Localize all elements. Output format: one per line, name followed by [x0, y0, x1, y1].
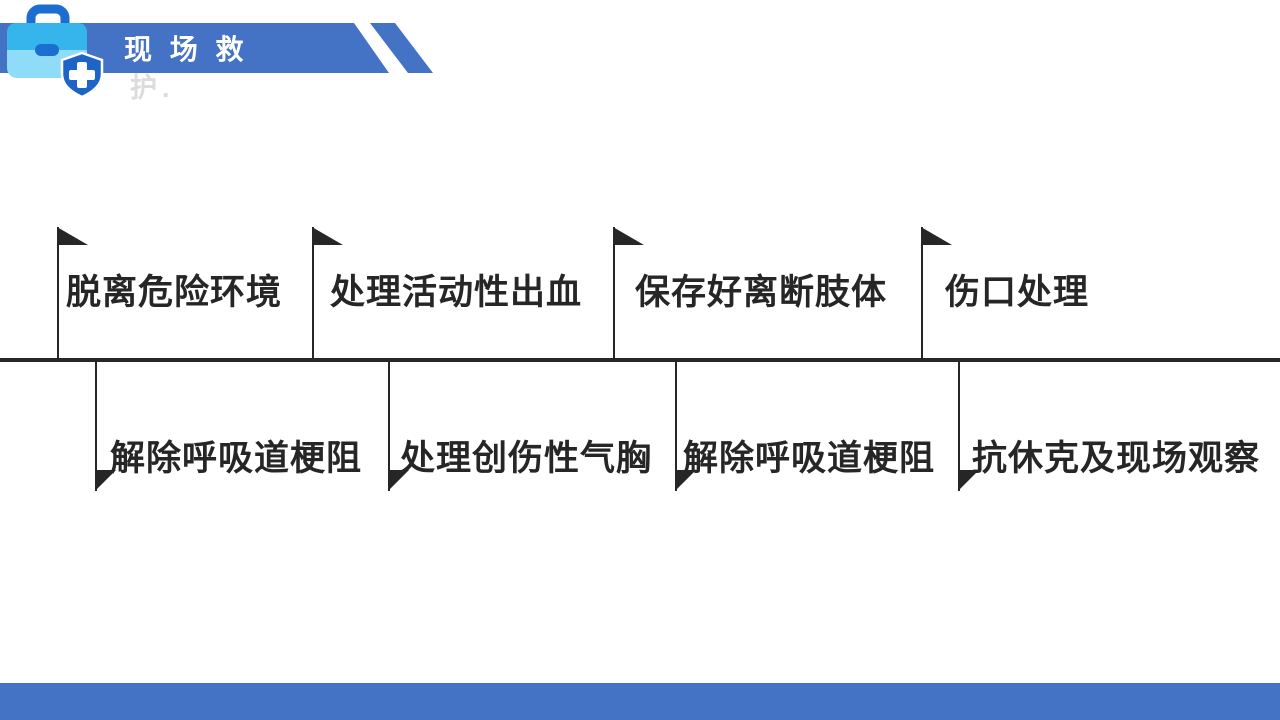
connector-line	[312, 227, 314, 358]
timeline-axis-line	[0, 358, 1280, 362]
timeline-item-top-4: 伤口处理	[921, 227, 1088, 358]
timeline-item-top-3: 保存好离断肢体	[613, 227, 886, 358]
timeline-label: 伤口处理	[945, 273, 1090, 312]
slide-title-overflow: 护.	[130, 73, 175, 103]
flag-marker-icon	[613, 227, 644, 245]
first-aid-kit-icon	[0, 2, 106, 102]
briefcase-lid	[7, 23, 87, 50]
flag-marker-icon	[57, 227, 88, 245]
medical-shield-icon	[60, 51, 104, 99]
slide-title: 现 场 救	[124, 34, 249, 65]
timeline-item-top-1: 脱离危险环境	[57, 227, 281, 358]
timeline-item-bottom-3: 解除呼吸道梗阻	[675, 362, 934, 491]
timeline-label: 解除呼吸道梗阻	[110, 439, 363, 478]
timeline-item-bottom-1: 解除呼吸道梗阻	[95, 362, 361, 491]
connector-line	[958, 362, 960, 491]
connector-line	[95, 362, 97, 491]
briefcase-latch	[35, 44, 59, 56]
timeline-item-bottom-2: 处理创伤性气胸	[388, 362, 651, 491]
connector-line	[388, 362, 390, 491]
timeline-label: 解除呼吸道梗阻	[683, 439, 936, 478]
timeline-label: 处理活动性出血	[330, 273, 583, 312]
timeline-label: 处理创伤性气胸	[400, 439, 653, 478]
connector-line	[613, 227, 615, 358]
timeline-item-bottom-4: 抗休克及现场观察	[958, 362, 1259, 491]
timeline-label: 脱离危险环境	[66, 273, 283, 312]
timeline-item-top-2: 处理活动性出血	[312, 227, 581, 358]
connector-line	[921, 227, 923, 358]
timeline-label: 抗休克及现场观察	[972, 439, 1261, 478]
connector-line	[675, 362, 677, 491]
timeline-label: 保存好离断肢体	[635, 273, 888, 312]
flag-marker-icon	[312, 227, 343, 245]
footer-bar	[0, 683, 1280, 720]
connector-line	[57, 227, 59, 358]
flag-marker-icon	[921, 227, 952, 245]
